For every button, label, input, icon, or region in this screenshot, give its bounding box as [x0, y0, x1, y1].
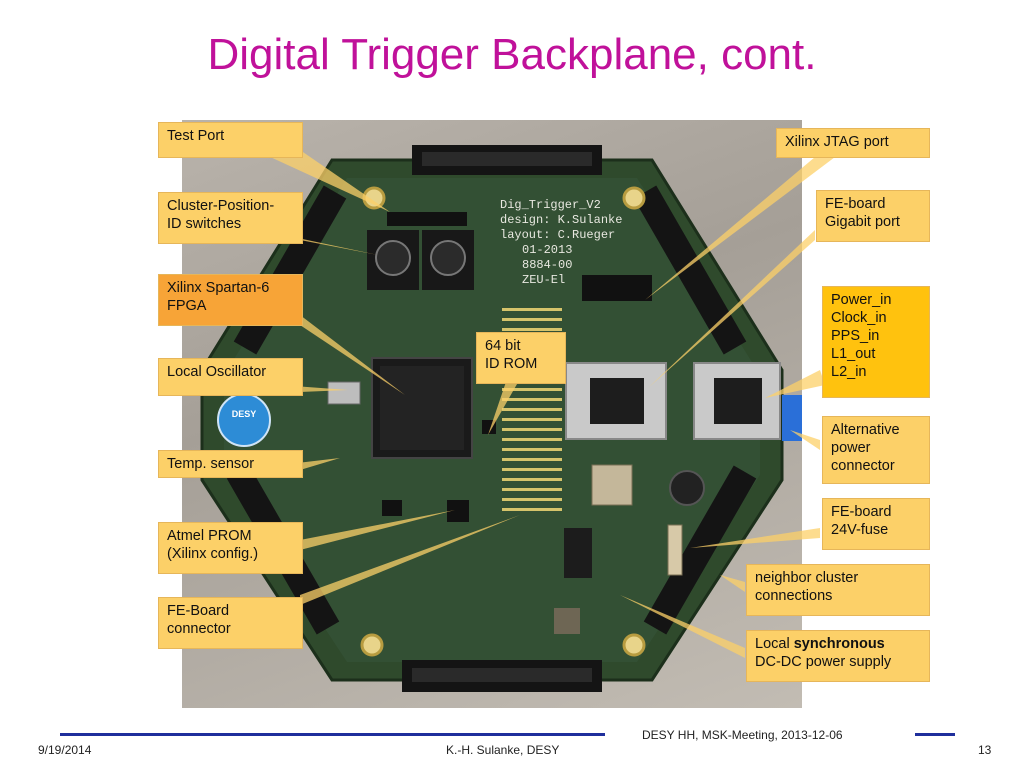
footer-author: K.-H. Sulanke, DESY — [446, 743, 560, 757]
callout-line: FPGA — [167, 298, 207, 314]
fuse — [667, 524, 683, 576]
dcdc-module — [591, 464, 633, 506]
silkscreen-line: ZEU-El — [522, 273, 565, 287]
callout-line: ID ROM — [485, 356, 538, 372]
callout-line: 64 bit — [485, 338, 521, 354]
jtag-header — [582, 275, 652, 301]
callout-xilinx-jtag: Xilinx JTAG port — [776, 128, 930, 158]
small-chip — [447, 500, 469, 522]
callout-line: Xilinx JTAG port — [785, 134, 889, 150]
callout-line: Xilinx Spartan-6 — [167, 280, 270, 296]
callout-dcdc: Local synchronous DC-DC power supply — [746, 630, 930, 682]
callout-line: connector — [167, 621, 231, 637]
callout-alt-power: Alternative power connector — [822, 416, 930, 484]
callout-fe-gigabit: FE-board Gigabit port — [816, 190, 930, 242]
mount-hole — [622, 633, 646, 657]
callout-local-oscillator: Local Oscillator — [158, 358, 303, 396]
desy-logo-text: DESY — [232, 409, 257, 419]
desy-logo — [217, 393, 271, 447]
callout-line: PPS_in — [831, 328, 880, 344]
callout-line: power — [831, 440, 871, 456]
test-port-header — [387, 212, 467, 226]
callout-fe-board-connector: FE-Board connector — [158, 597, 303, 649]
callout-line: L2_in — [831, 364, 867, 380]
callout-temp-sensor: Temp. sensor — [158, 450, 303, 478]
callout-id-rom: 64 bit ID ROM — [476, 332, 566, 384]
silkscreen-line: design: K.Sulanke — [500, 213, 622, 227]
id-rom-chip — [482, 420, 496, 434]
footer-page-number: 13 — [978, 743, 992, 757]
oscillator — [327, 381, 361, 405]
callout-cluster-position: Cluster-Position- ID switches — [158, 192, 303, 244]
callout-line: L1_out — [831, 346, 876, 362]
callout-xilinx-fpga: Xilinx Spartan-6 FPGA — [158, 274, 303, 326]
callout-bold: synchronous — [793, 636, 885, 652]
right-lower-connector — [643, 465, 757, 635]
callout-line: neighbor cluster — [755, 570, 859, 586]
dcdc-inductor — [564, 528, 592, 578]
mount-hole — [360, 633, 384, 657]
power-connector — [782, 395, 802, 441]
mount-hole — [622, 186, 646, 210]
mount-hole — [362, 186, 386, 210]
silkscreen-text: Dig_Trigger_V2 design: K.Sulanke layout:… — [500, 198, 622, 287]
footer-date: 9/19/2014 — [38, 743, 92, 757]
callout-prefix: Local — [755, 636, 794, 652]
callout-line: Atmel PROM — [167, 528, 252, 544]
callout-line: FE-board — [825, 196, 886, 212]
callout-line: Local synchronous — [755, 635, 921, 653]
callout-neighbor: neighbor cluster connections — [746, 564, 930, 616]
callout-line: Cluster-Position- — [167, 198, 275, 214]
callout-line: connector — [831, 458, 895, 474]
footer-rule-left — [60, 733, 605, 736]
silkscreen-line: 8884-00 — [522, 258, 572, 272]
callout-line: Temp. sensor — [167, 456, 255, 472]
callout-line: 24V-fuse — [831, 522, 889, 538]
slide-title: Digital Trigger Backplane, cont. — [207, 30, 817, 79]
footer-meeting: DESY HH, MSK-Meeting, 2013-12-06 — [642, 728, 843, 742]
callout-line: Gigabit port — [825, 214, 900, 230]
capacitor — [554, 608, 580, 634]
silkscreen-line: layout: C.Rueger — [500, 228, 615, 242]
callout-line: (Xilinx config.) — [167, 546, 259, 562]
callout-test-port: Test Port — [158, 122, 303, 158]
silkscreen-line: 01-2013 — [522, 243, 572, 257]
footer-rule-right — [915, 733, 955, 736]
callout-power-in: Power_in Clock_in PPS_in L1_out L2_in — [822, 286, 930, 398]
callout-line: FE-Board — [167, 603, 230, 619]
prom-chip — [382, 500, 402, 516]
callout-line: DC-DC power supply — [755, 654, 892, 670]
callout-line: ID switches — [167, 216, 242, 232]
callout-line: connections — [755, 588, 833, 604]
pad-array — [502, 308, 562, 511]
callout-line: Clock_in — [831, 310, 887, 326]
callout-line: Alternative — [831, 422, 900, 438]
callout-line: Test Port — [167, 128, 225, 144]
inductor — [669, 470, 705, 506]
callout-line: Power_in — [831, 292, 892, 308]
callout-line: FE-board — [831, 504, 892, 520]
callout-line: Local Oscillator — [167, 364, 267, 380]
callout-atmel-prom: Atmel PROM (Xilinx config.) — [158, 522, 303, 574]
callout-fe-fuse: FE-board 24V-fuse — [822, 498, 930, 550]
silkscreen-line: Dig_Trigger_V2 — [500, 198, 601, 212]
